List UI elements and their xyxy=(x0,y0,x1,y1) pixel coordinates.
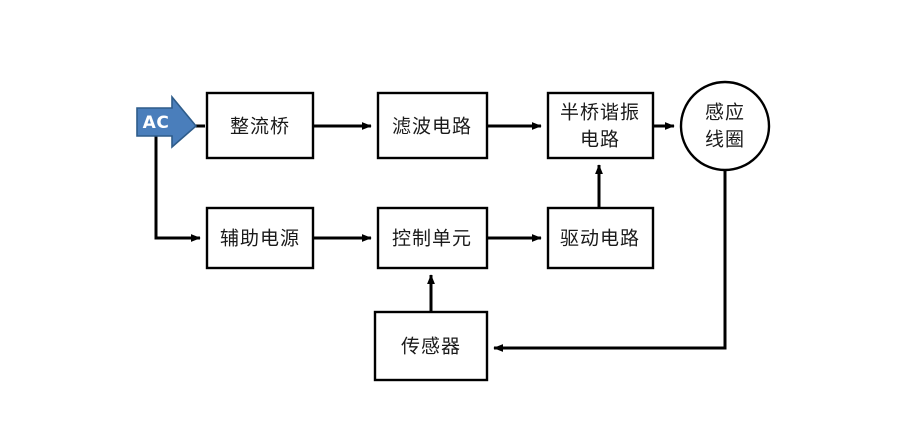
node-sensor-label: 传感器 xyxy=(401,336,461,358)
connector-ac-to-auxsupply xyxy=(154,126,201,242)
node-driver-box[interactable] xyxy=(546,206,655,270)
node-filter-box[interactable] xyxy=(376,91,489,160)
node-aux-supply-label: 辅助电源 xyxy=(220,228,300,250)
node-filter[interactable]: 滤波电路 xyxy=(376,91,489,160)
node-sensor-box[interactable] xyxy=(373,310,489,382)
node-sensor[interactable]: 传感器 xyxy=(373,310,489,382)
node-induction-coil-circle[interactable] xyxy=(679,80,771,172)
node-rectifier-box[interactable] xyxy=(205,91,315,160)
node-aux-supply-box[interactable] xyxy=(205,206,315,270)
node-filter-label: 滤波电路 xyxy=(392,116,472,138)
node-half-bridge-box[interactable] xyxy=(546,91,655,160)
node-control-unit-label: 控制单元 xyxy=(392,228,472,250)
node-control-unit-box[interactable] xyxy=(376,206,489,270)
node-induction-coil[interactable]: 感应 线圈 xyxy=(679,80,771,172)
node-aux-supply[interactable]: 辅助电源 xyxy=(205,206,315,270)
connector-coil-to-sensor xyxy=(493,170,727,352)
node-induction-coil-label-line2: 线圈 xyxy=(705,129,745,151)
node-induction-coil-label-line1: 感应 xyxy=(705,102,745,124)
node-driver-label: 驱动电路 xyxy=(560,228,640,250)
node-control-unit[interactable]: 控制单元 xyxy=(376,206,489,270)
node-rectifier[interactable]: 整流桥 xyxy=(205,91,315,160)
node-half-bridge[interactable]: 半桥谐振 电路 xyxy=(546,91,655,160)
ac-source-label: AC xyxy=(143,113,170,133)
node-driver[interactable]: 驱动电路 xyxy=(546,206,655,270)
node-rectifier-label: 整流桥 xyxy=(230,116,290,138)
node-half-bridge-label-line1: 半桥谐振 xyxy=(560,102,640,124)
ac-arrow-shape xyxy=(136,94,198,149)
node-half-bridge-label-line2: 电路 xyxy=(580,129,620,151)
ac-source-arrow: AC xyxy=(136,94,198,149)
